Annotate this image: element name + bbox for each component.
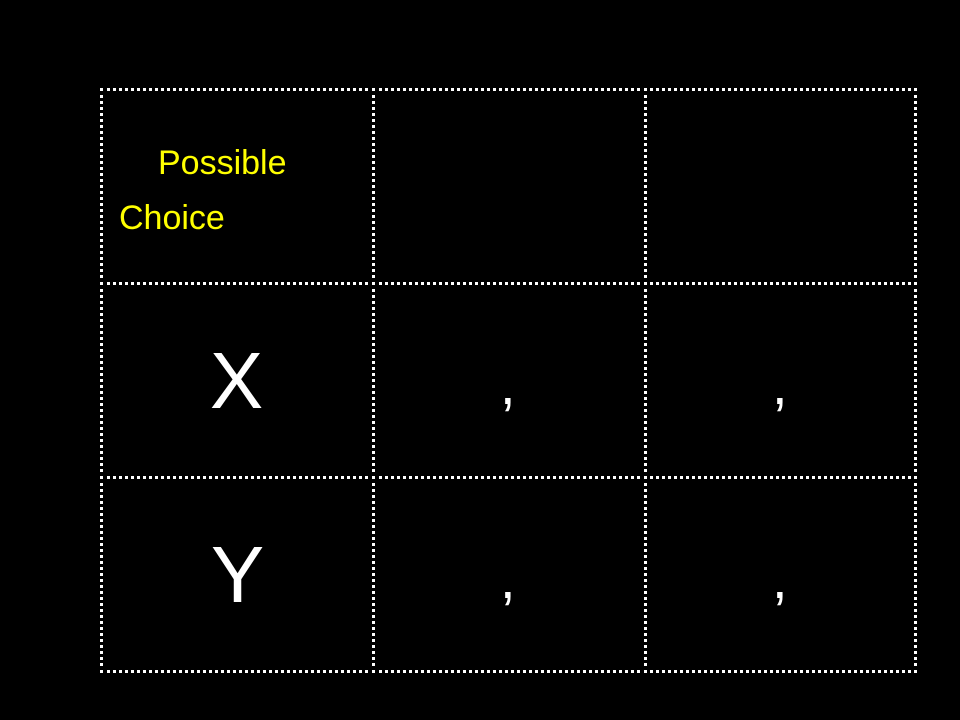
payoff-cell-x-1: , [372, 282, 647, 479]
corner-label-line2: Choice [119, 199, 225, 237]
row-label-y: Y [210, 529, 265, 619]
payoff-table: Possible Choice X , , Y , , [100, 88, 917, 673]
row-label-cell-x: X [100, 282, 375, 479]
corner-label-line1: Possible [158, 144, 287, 182]
payoff-separator: , [500, 547, 516, 610]
payoff-cell-y-1: , [372, 476, 647, 673]
header-cell-column-2 [644, 88, 917, 285]
payoff-cell-x-2: , [644, 282, 917, 479]
payoff-separator: , [772, 353, 788, 416]
row-label-x: X [209, 335, 264, 425]
payoff-separator: , [772, 547, 788, 610]
corner-cell: Possible Choice [100, 88, 375, 285]
payoff-separator: , [500, 353, 516, 416]
header-cell-column-1 [372, 88, 647, 285]
payoff-cell-y-2: , [644, 476, 917, 673]
row-label-cell-y: Y [100, 476, 375, 673]
